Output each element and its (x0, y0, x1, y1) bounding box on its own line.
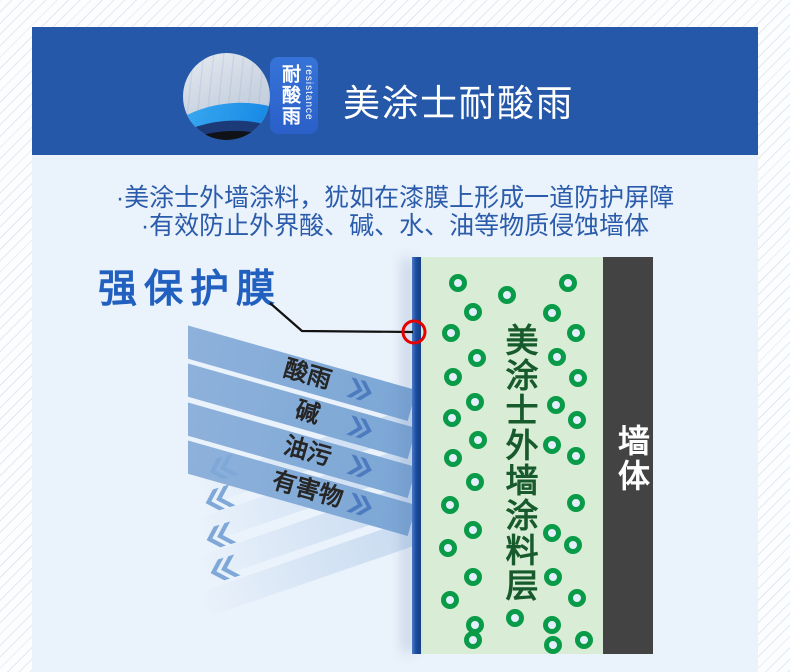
coating-bubble (464, 521, 482, 539)
coating-bubble (506, 609, 524, 627)
coating-bubble (464, 303, 482, 321)
coating-bubble (443, 409, 461, 427)
badge-label: 耐酸雨 (279, 64, 300, 127)
coating-bubble (567, 494, 585, 512)
coating-bubble (444, 449, 462, 467)
coating-bubble (568, 411, 586, 429)
coating-bubble (469, 431, 487, 449)
intro-text: ·美涂士外墙涂料，犹如在漆膜上形成一道防护屏障 ·有效防止外界酸、碱、水、油等物… (32, 184, 758, 240)
reflect-chevron-icon (210, 554, 241, 581)
coating-bubble (559, 274, 577, 292)
reflect-chevron-icon (206, 521, 237, 548)
coating-bubble (544, 636, 562, 654)
attack-arrow-stripe: 碱 (188, 359, 417, 459)
badge-sublabel: resistance (303, 65, 314, 121)
resistance-badge: 耐酸雨 resistance (270, 57, 318, 134)
attack-arrow-stripe: 酸雨 (188, 320, 417, 421)
coating-bubble (568, 589, 586, 607)
intro-line-1: ·美涂士外墙涂料，犹如在漆膜上形成一道防护屏障 (115, 184, 675, 212)
acid-rain-photo-icon (183, 53, 270, 140)
coating-bubble (543, 304, 561, 322)
attack-chevron-icon (346, 453, 372, 477)
content-card: 耐酸雨 resistance 美涂士耐酸雨 ·美涂士外墙涂料，犹如在漆膜上形成一… (32, 27, 758, 672)
attack-arrows-zone: 酸雨碱油污有害物 (188, 277, 422, 622)
banner-title: 美涂士耐酸雨 (343, 83, 574, 124)
coating-bubble (569, 369, 587, 387)
coating-bubble (449, 274, 467, 292)
coating-bubble (439, 539, 457, 557)
coating-bubble (543, 436, 561, 454)
coating-bubble (564, 536, 582, 554)
protective-film-bar (412, 257, 421, 654)
coating-bubble (444, 368, 462, 386)
coating-bubble (575, 631, 593, 649)
coating-layer-panel (421, 257, 603, 654)
banner: 耐酸雨 resistance 美涂士耐酸雨 (32, 27, 758, 155)
coating-bubble (567, 324, 585, 342)
reflect-chevron (207, 554, 241, 583)
coating-bubble (547, 396, 565, 414)
reflect-chevron-icon (209, 453, 240, 480)
coating-bubble (498, 286, 516, 304)
coating-bubble (464, 631, 482, 649)
attack-chevron-icon (346, 376, 372, 400)
coating-bubble (543, 616, 561, 634)
reflect-chevron-icon (205, 484, 236, 511)
coating-bubble (567, 447, 585, 465)
attack-chevron-icon (346, 492, 372, 516)
attack-arrow-stripe: 油污 (188, 397, 417, 498)
coating-bubble (466, 393, 484, 411)
coating-bubble (441, 591, 459, 609)
wall-label: 墙体 (614, 424, 650, 494)
coating-bubble (466, 473, 484, 491)
attack-arrow-stripe: 有害物 (188, 436, 417, 536)
coating-bubble (442, 324, 460, 342)
film-label: 强保护膜 (98, 268, 283, 311)
reflect-chevron (202, 484, 236, 513)
coating-bubble (543, 524, 561, 542)
wall-panel (603, 257, 653, 654)
intro-line-2: ·有效防止外界酸、碱、水、油等物质侵蚀墙体 (140, 212, 650, 240)
coating-bubble (468, 349, 486, 367)
coating-bubble (544, 568, 562, 586)
coating-bubble (548, 348, 566, 366)
coating-bubble (464, 568, 482, 586)
reflect-chevron (206, 453, 240, 482)
coating-bubble (441, 496, 459, 514)
coating-layer-label: 美涂士外墙涂料层 (501, 323, 538, 603)
attack-chevron-icon (346, 415, 372, 439)
reflect-chevron (203, 521, 237, 550)
